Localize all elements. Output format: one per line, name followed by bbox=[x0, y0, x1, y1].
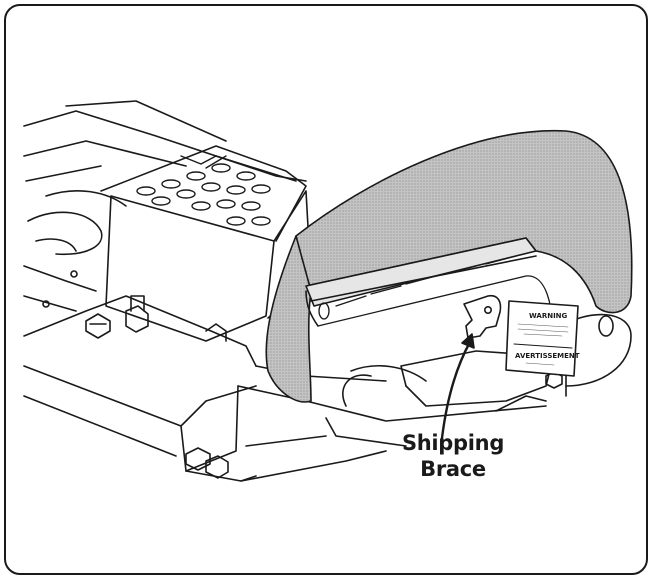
bolts bbox=[85, 295, 563, 479]
mower-deck-illustration: WARNING AVERTISSEMENT bbox=[23, 100, 633, 482]
spindle-cover bbox=[100, 145, 312, 342]
sticker-subtitle: AVERTISSEMENT bbox=[515, 352, 580, 360]
discharge-chute bbox=[265, 129, 633, 403]
blade-housing-right bbox=[550, 313, 632, 387]
shipping-brace-label: Shipping Brace bbox=[398, 430, 508, 482]
warning-sticker bbox=[505, 300, 579, 377]
shipping-brace bbox=[463, 294, 502, 339]
deck-top-surface bbox=[23, 100, 307, 312]
sticker-title: WARNING bbox=[529, 312, 568, 320]
callout-arrow bbox=[440, 333, 475, 440]
illustration-frame: WARNING AVERTISSEMENT Shipping Brace bbox=[4, 4, 648, 575]
callout-line-2: Brace bbox=[420, 457, 486, 481]
callout-line-1: Shipping bbox=[401, 431, 505, 455]
